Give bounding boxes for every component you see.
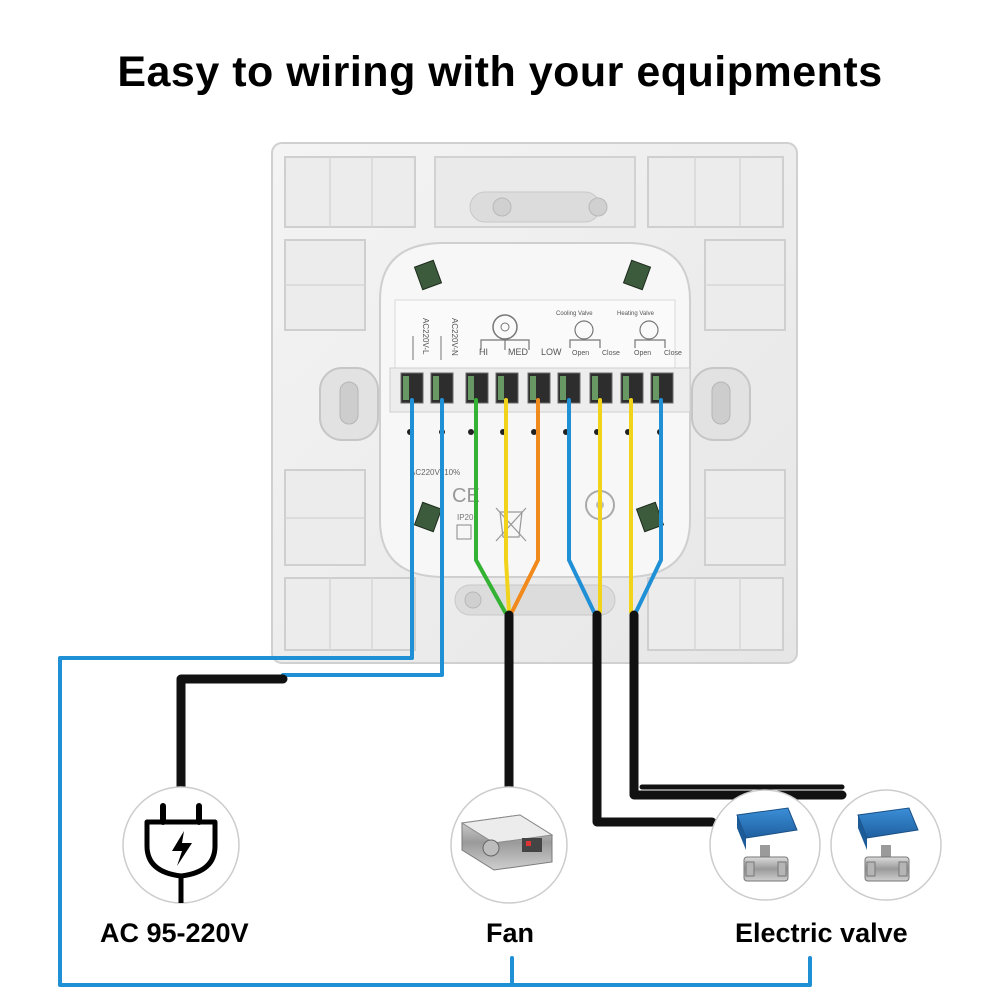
weee-bin-icon [495,507,527,542]
yellow-wire-med [504,398,511,614]
thermostat-module: AC220V-L AC220V-N HI MED LOW Cooling Val… [379,242,691,578]
page-title: Easy to wiring with your equipments [117,48,883,96]
fan-coil-icon [450,786,568,904]
blue-wire-cooling-open [567,398,596,614]
cooling-open-label: Open [572,350,589,357]
electric-valve-icon-2 [830,789,942,901]
terminal-n-label: AC220V-N [450,318,459,356]
orange-wire-low [510,398,540,614]
cooling-close-label: Close [602,350,620,357]
electric-valve-icon [709,789,821,901]
power-cable [176,674,288,792]
terminal-l-label: AC220V-L [421,318,430,355]
fan-hi-label: HI [479,347,488,357]
plug-icon [122,786,240,904]
blue-wire-live [58,398,812,987]
fan-med-label: MED [508,347,529,357]
ce-mark: CE [452,485,480,507]
fan-low-label: LOW [541,347,562,357]
blue-wire-neutral [281,398,444,677]
rating-label: AC220V±10% [410,468,460,477]
green-wire-hi [474,398,507,614]
cooling-valve-label: Cooling Valve [556,311,593,317]
power-caption: AC 95-220V [100,918,249,948]
blue-wire-heating-close [634,398,663,614]
heating-valve-label: Heating Valve [617,311,655,317]
valve-caption: Electric valve [735,918,908,948]
wires [58,398,847,987]
cooling-valve-cable [592,610,717,827]
heating-open-label: Open [634,350,651,357]
heating-close-label: Close [664,350,682,357]
double-insulation-icon [456,524,472,540]
ip-rating: IP20 [457,513,474,522]
fan-caption: Fan [486,918,535,948]
